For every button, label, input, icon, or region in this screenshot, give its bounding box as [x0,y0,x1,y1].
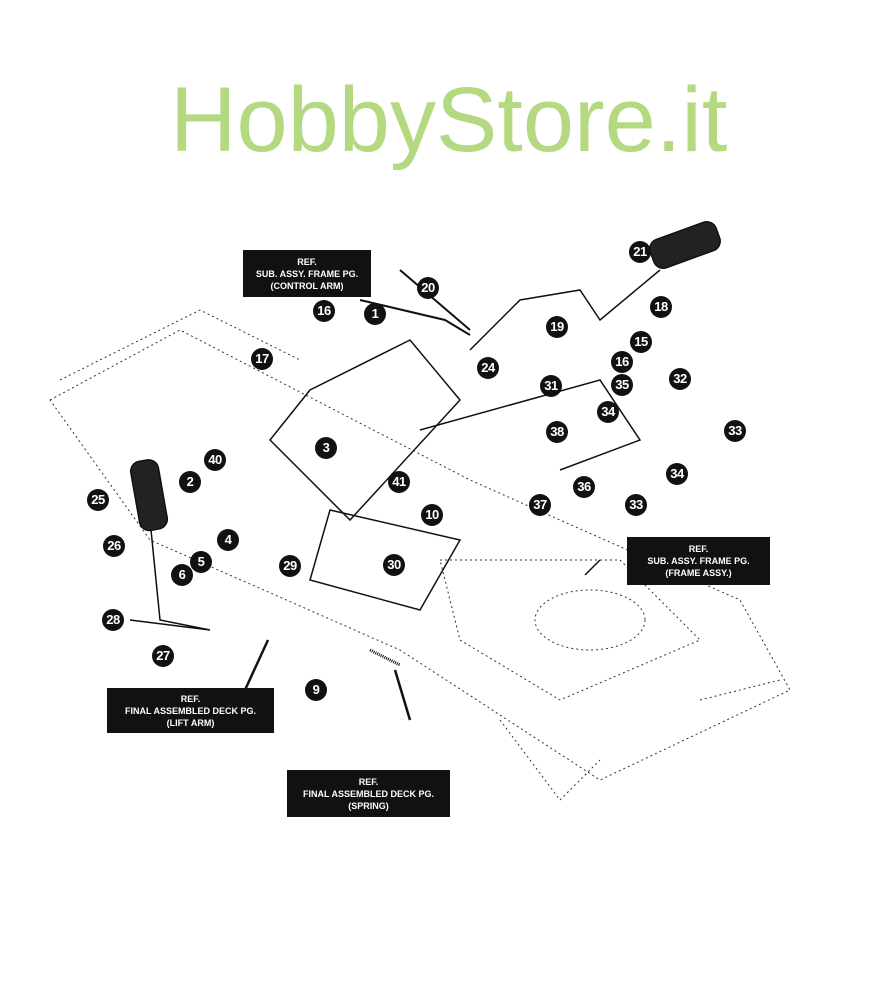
part-callout-19: 19 [546,316,568,338]
part-callout-33: 33 [724,420,746,442]
watermark-logo: HobbyStore.it [170,69,728,171]
part-callout-34: 34 [597,401,619,423]
part-callout-16: 16 [611,351,633,373]
ref-line: REF. [358,776,379,787]
part-callout-3: 3 [315,437,337,459]
part-callout-24: 24 [477,357,499,379]
part-callout-34: 34 [666,463,688,485]
part-callout-28: 28 [102,609,124,631]
ref-box-spring: REF. FINAL ASSEMBLED DECK PG. (SPRING) [287,770,450,817]
ref-box-control-arm: REF. SUB. ASSY. FRAME PG. (CONTROL ARM) [243,250,371,297]
ref-line: SUB. ASSY. FRAME PG. [647,556,750,566]
part-callout-9: 9 [305,679,327,701]
part-callout-10: 10 [421,504,443,526]
ref-line: FINAL ASSEMBLED DECK PG. [124,705,256,716]
part-callout-31: 31 [540,375,562,397]
part-callout-1: 1 [364,303,386,325]
ref-line: (CONTROL ARM) [270,280,344,291]
part-callout-18: 18 [650,296,672,318]
part-callout-26: 26 [103,535,125,557]
part-callout-4: 4 [217,529,239,551]
part-callout-6: 6 [171,564,193,586]
part-callout-37: 37 [529,494,551,516]
ref-box-lift-arm: REF. FINAL ASSEMBLED DECK PG. (LIFT ARM) [107,688,274,733]
part-lines [129,221,721,721]
ref-line: (SPRING) [348,800,389,811]
part-callout-21: 21 [629,241,651,263]
part-callout-35: 35 [611,374,633,396]
ref-box-frame-assy: REF. SUB. ASSY. FRAME PG. (FRAME ASSY.) [627,537,770,585]
part-callout-25: 25 [87,489,109,511]
part-callout-29: 29 [279,555,301,577]
ref-line: SUB. ASSY. FRAME PG. [255,268,359,279]
ref-line: REF. [297,256,317,267]
ref-line: (FRAME ASSY.) [665,568,732,578]
part-callout-41: 41 [388,471,410,493]
ref-line: FINAL ASSEMBLED DECK PG. [302,788,434,799]
frame-outline [49,309,791,801]
part-callout-16: 16 [313,300,335,322]
part-callout-5: 5 [190,551,212,573]
ref-line: REF. [688,544,709,554]
part-callout-27: 27 [152,645,174,667]
part-callout-20: 20 [417,277,439,299]
part-callout-15: 15 [630,331,652,353]
ref-line: REF. [180,693,201,704]
part-callout-36: 36 [573,476,595,498]
part-callout-30: 30 [383,554,405,576]
ref-line: (LIFT ARM) [166,717,215,728]
part-callout-33: 33 [625,494,647,516]
part-callout-40: 40 [204,449,226,471]
part-callout-38: 38 [546,421,568,443]
part-callout-17: 17 [251,348,273,370]
part-callout-32: 32 [669,368,691,390]
part-callout-2: 2 [179,471,201,493]
